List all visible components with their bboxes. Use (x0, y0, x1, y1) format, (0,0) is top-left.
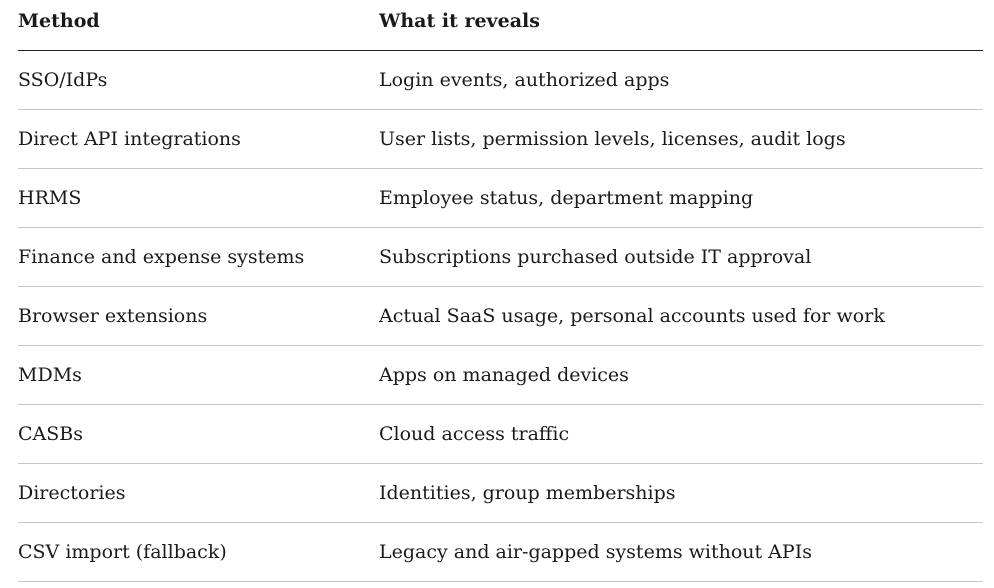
reveals-cell: User lists, permission levels, licenses,… (379, 109, 983, 169)
method-cell: HRMS (18, 168, 379, 228)
table-header: Method What it reveals (18, 0, 983, 51)
table-row: CSV import (fallback) Legacy and air-gap… (18, 522, 983, 582)
reveals-cell: Cloud access traffic (379, 404, 983, 464)
methods-table: Method What it reveals SSO/IdPs Login ev… (18, 0, 983, 582)
reveals-cell: Apps on managed devices (379, 345, 983, 405)
header-row: Method What it reveals (18, 0, 983, 51)
reveals-cell: Actual SaaS usage, personal accounts use… (379, 286, 983, 346)
table-row: SSO/IdPs Login events, authorized apps (18, 50, 983, 110)
table-row: Direct API integrations User lists, perm… (18, 109, 983, 169)
method-cell: Direct API integrations (18, 109, 379, 169)
reveals-cell: Legacy and air-gapped systems without AP… (379, 522, 983, 582)
column-header-reveals: What it reveals (379, 0, 983, 51)
reveals-cell: Employee status, department mapping (379, 168, 983, 228)
reveals-cell: Login events, authorized apps (379, 50, 983, 110)
table-row: CASBs Cloud access traffic (18, 404, 983, 464)
table-row: Browser extensions Actual SaaS usage, pe… (18, 286, 983, 346)
method-cell: CSV import (fallback) (18, 522, 379, 582)
method-cell: SSO/IdPs (18, 50, 379, 110)
method-cell: CASBs (18, 404, 379, 464)
table-row: Finance and expense systems Subscription… (18, 227, 983, 287)
method-cell: Browser extensions (18, 286, 379, 346)
column-header-method: Method (18, 0, 379, 51)
reveals-cell: Identities, group memberships (379, 463, 983, 523)
method-cell: Directories (18, 463, 379, 523)
table-row: Directories Identities, group membership… (18, 463, 983, 523)
method-cell: MDMs (18, 345, 379, 405)
table-row: HRMS Employee status, department mapping (18, 168, 983, 228)
table-body: SSO/IdPs Login events, authorized apps D… (18, 50, 983, 582)
reveals-cell: Subscriptions purchased outside IT appro… (379, 227, 983, 287)
table-row: MDMs Apps on managed devices (18, 345, 983, 405)
method-cell: Finance and expense systems (18, 227, 379, 287)
